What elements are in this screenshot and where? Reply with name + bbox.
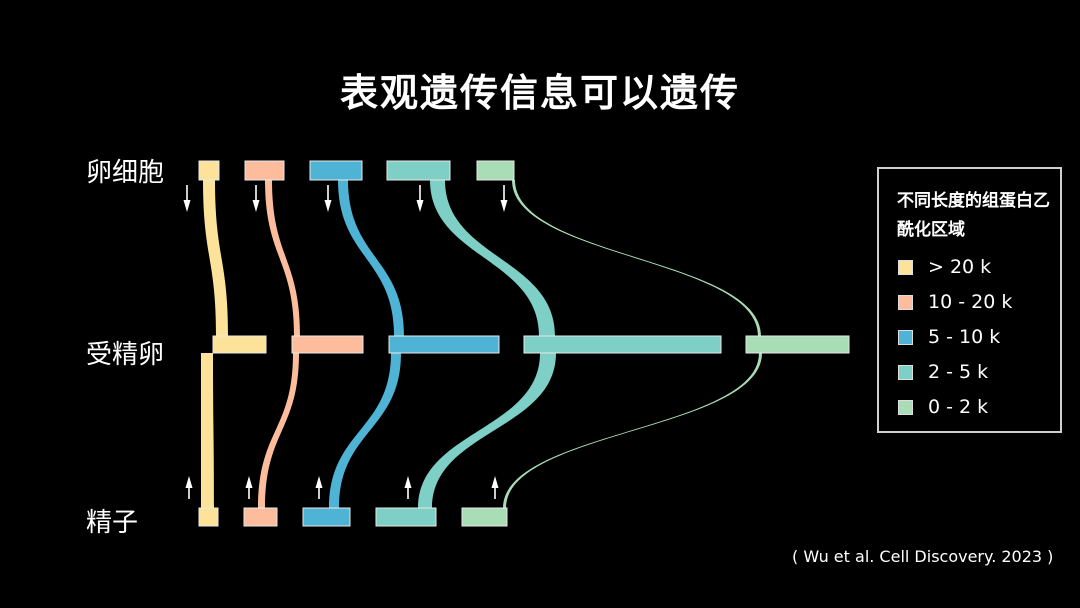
row-label-zygote: 受精卵 — [86, 340, 165, 370]
legend-item: 10 - 20 k — [898, 291, 1012, 313]
sperm-node — [375, 507, 437, 527]
flow-sperm-to-zygote — [503, 353, 762, 508]
legend-swatch — [898, 329, 913, 345]
sperm-node — [243, 507, 278, 527]
sperm-node — [198, 507, 219, 527]
zygote-node — [291, 335, 364, 354]
legend-swatch — [898, 364, 913, 380]
legend-swatch — [898, 399, 913, 415]
sperm-node — [461, 507, 508, 527]
flow-sperm-to-zygote — [258, 353, 299, 508]
legend-title: 不同长度的组蛋白乙酰化区域 — [897, 191, 1050, 240]
legend-swatch — [898, 294, 913, 310]
arrow-down-head-icon — [183, 200, 191, 212]
legend-item: 0 - 2 k — [898, 396, 988, 418]
zygote-node — [212, 335, 267, 354]
legend-item: > 20 k — [898, 256, 991, 278]
legend-label: > 20 k — [928, 256, 992, 278]
arrow-down-head-icon — [416, 200, 424, 212]
flow-oocyte-to-zygote — [338, 180, 404, 336]
citation: ( Wu et al. Cell Discovery. 2023 ) — [792, 547, 1054, 566]
oocyte-node — [476, 160, 515, 181]
row-label-sperm: 精子 — [86, 508, 139, 538]
flow-oocyte-to-zygote — [203, 180, 228, 336]
arrow-down-head-icon — [324, 200, 332, 212]
legend: 不同长度的组蛋白乙酰化区域 > 20 k 10 - 20 k 5 - 10 k … — [877, 167, 1062, 433]
legend-item: 5 - 10 k — [898, 326, 1000, 348]
oocyte-node — [309, 160, 363, 181]
row-label-oocyte: 卵细胞 — [86, 158, 165, 188]
arrow-up-head-icon — [315, 476, 323, 488]
arrow-down-head-icon — [252, 200, 260, 212]
flow-oocyte-to-zygote — [265, 180, 300, 336]
legend-label: 10 - 20 k — [928, 291, 1013, 313]
zygote-node — [745, 335, 850, 354]
legend-item: 2 - 5 k — [898, 361, 988, 383]
flow-sperm-to-zygote — [329, 353, 401, 508]
arrow-up-head-icon — [245, 476, 253, 488]
oocyte-node — [386, 160, 451, 181]
zygote-node — [523, 335, 722, 354]
flow-oocyte-to-zygote — [430, 180, 555, 336]
arrow-up-head-icon — [185, 476, 193, 488]
slide-title: 表观遗传信息可以遗传 — [339, 71, 740, 115]
oocyte-node — [244, 160, 285, 181]
sperm-node — [302, 507, 351, 527]
legend-label: 0 - 2 k — [928, 396, 989, 418]
oocyte-node — [198, 160, 220, 181]
arrow-up-head-icon — [491, 476, 499, 488]
legend-label: 2 - 5 k — [928, 361, 989, 383]
flow-oocyte-to-zygote — [512, 180, 761, 336]
flow-sperm-to-zygote — [418, 353, 556, 508]
zygote-node — [388, 335, 500, 354]
flow-sperm-to-zygote — [201, 353, 214, 508]
legend-swatch — [898, 259, 913, 275]
arrow-down-head-icon — [500, 200, 508, 212]
arrow-up-head-icon — [404, 476, 412, 488]
legend-label: 5 - 10 k — [928, 326, 1001, 348]
